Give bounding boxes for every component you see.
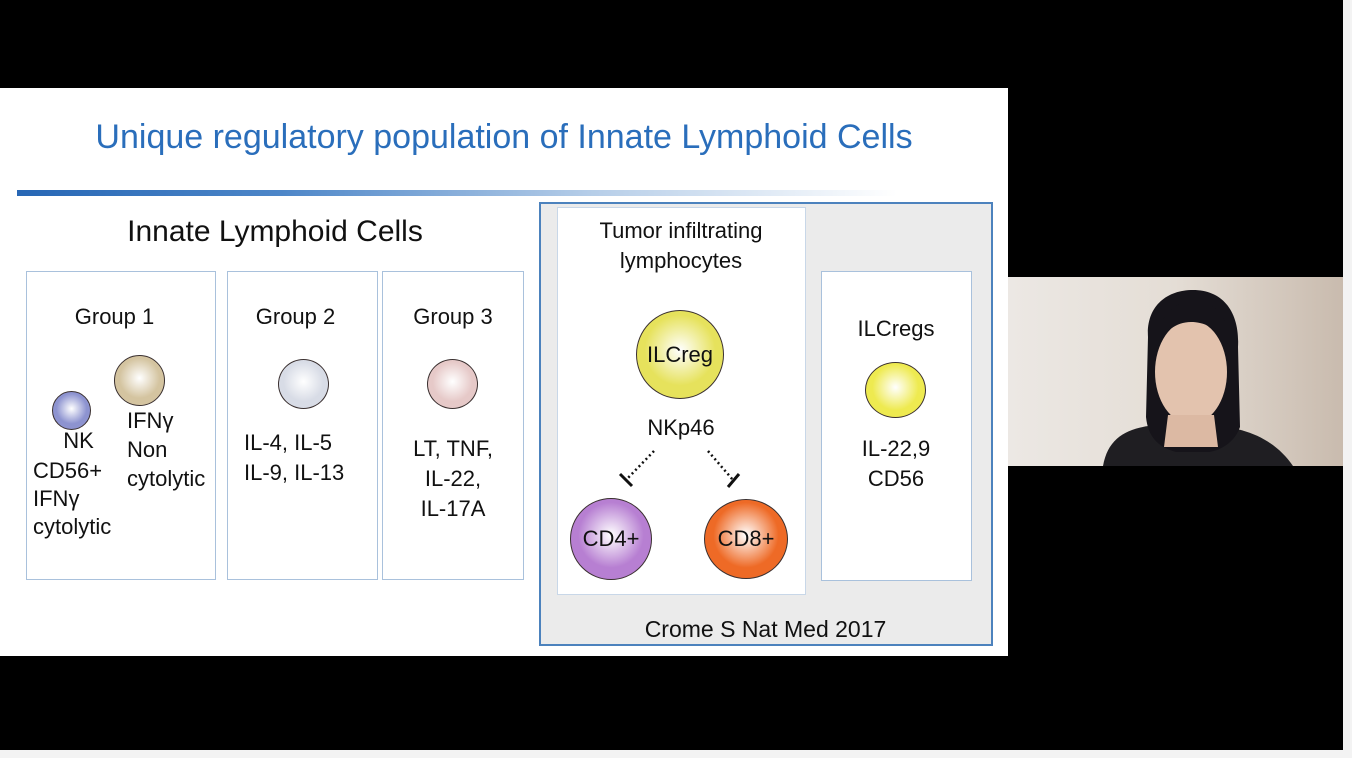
til-heading-1: Tumor infiltrating	[599, 218, 763, 243]
ilcregs-cell-icon	[865, 362, 926, 418]
window-edge-bottom	[0, 750, 1352, 758]
cd4-label: CD4+	[582, 526, 640, 551]
group-1-label: Group 1	[74, 304, 155, 329]
nk-marker: CD56+	[33, 458, 103, 483]
ilc3-cytokines-3: IL-17A	[420, 496, 486, 521]
ilcreg-cell-icon: ILCreg	[636, 310, 724, 399]
ilc3-cytokines-1: LT, TNF,	[413, 436, 493, 461]
slide-title: Unique regulatory population of Innate L…	[95, 118, 913, 156]
cd8-cell-icon: CD8+	[704, 499, 788, 579]
ilc3-cell-icon	[427, 359, 478, 409]
ilc3-cytokines-2: IL-22,	[424, 466, 482, 491]
inhibition-arrows	[618, 450, 741, 488]
presenter-video	[1008, 277, 1343, 466]
inhibition-arrow-cd4	[618, 450, 655, 488]
nk-cytokine: IFNγ	[33, 486, 80, 511]
group-3-label: Group 3	[413, 304, 493, 329]
nk-function: cytolytic	[33, 514, 112, 539]
ilc1-cytokine: IFNγ	[127, 408, 174, 433]
presenter-figure	[1103, 290, 1293, 466]
cd4-cell-icon: CD4+	[570, 498, 652, 580]
title-divider	[17, 190, 897, 196]
ilc1-function-2: cytolytic	[127, 466, 206, 491]
ilc1-function-1: Non	[127, 437, 168, 462]
nk-label: NK	[63, 428, 94, 453]
ilcregs-marker-1: IL-22,9	[861, 436, 931, 461]
ilc2-cytokines-2: IL-9, IL-13	[244, 460, 345, 485]
group-2-box: Group 2 IL-4, IL-5 IL-9, IL-13	[227, 271, 378, 580]
ilc1-cell-icon	[114, 355, 165, 406]
group-1-box: Group 1 NK CD56+ IFNγ cytolytic IFNγ Non…	[26, 271, 216, 580]
window-edge-right	[1343, 0, 1352, 758]
cd8-label: CD8+	[717, 526, 775, 551]
ilcregs-marker-2: CD56	[867, 466, 925, 491]
group-3-box: Group 3 LT, TNF, IL-22, IL-17A	[382, 271, 524, 580]
citation: Crome S Nat Med 2017	[644, 616, 887, 642]
ilc2-cytokines-1: IL-4, IL-5	[244, 430, 333, 455]
nk-cell-icon	[52, 391, 91, 430]
til-heading-2: lymphocytes	[619, 248, 743, 273]
ilc2-cell-icon	[278, 359, 329, 409]
ilcregs-panel: ILCregs IL-22,9 CD56	[821, 271, 972, 581]
inhibition-arrow-cd8	[707, 450, 741, 488]
til-panel: Tumor infiltrating lymphocytes ILCreg NK…	[557, 207, 806, 595]
ilcregs-label: ILCregs	[857, 316, 935, 341]
section-heading: Innate Lymphoid Cells	[127, 215, 423, 248]
presentation-slide: Unique regulatory population of Innate L…	[0, 88, 1008, 656]
group-2-label: Group 2	[255, 304, 336, 329]
ilcreg-label: ILCreg	[646, 341, 714, 367]
receptor-label: NKp46	[647, 415, 715, 440]
